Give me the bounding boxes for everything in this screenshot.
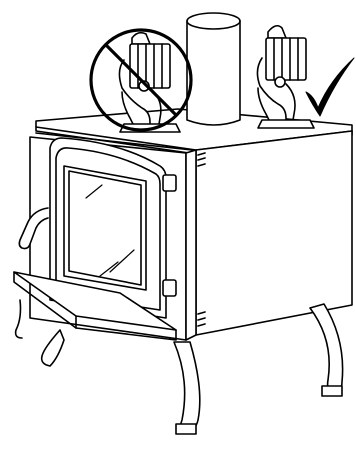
flue-pipe bbox=[186, 12, 241, 126]
door-glass bbox=[63, 165, 147, 291]
door-latches bbox=[162, 174, 177, 297]
stove-fan-correct bbox=[256, 24, 315, 129]
stove-legs bbox=[14, 299, 344, 435]
door-handle bbox=[18, 207, 49, 250]
prohibition-icon bbox=[89, 28, 193, 132]
ash-lip bbox=[13, 271, 177, 341]
checkmark-icon bbox=[305, 57, 355, 117]
